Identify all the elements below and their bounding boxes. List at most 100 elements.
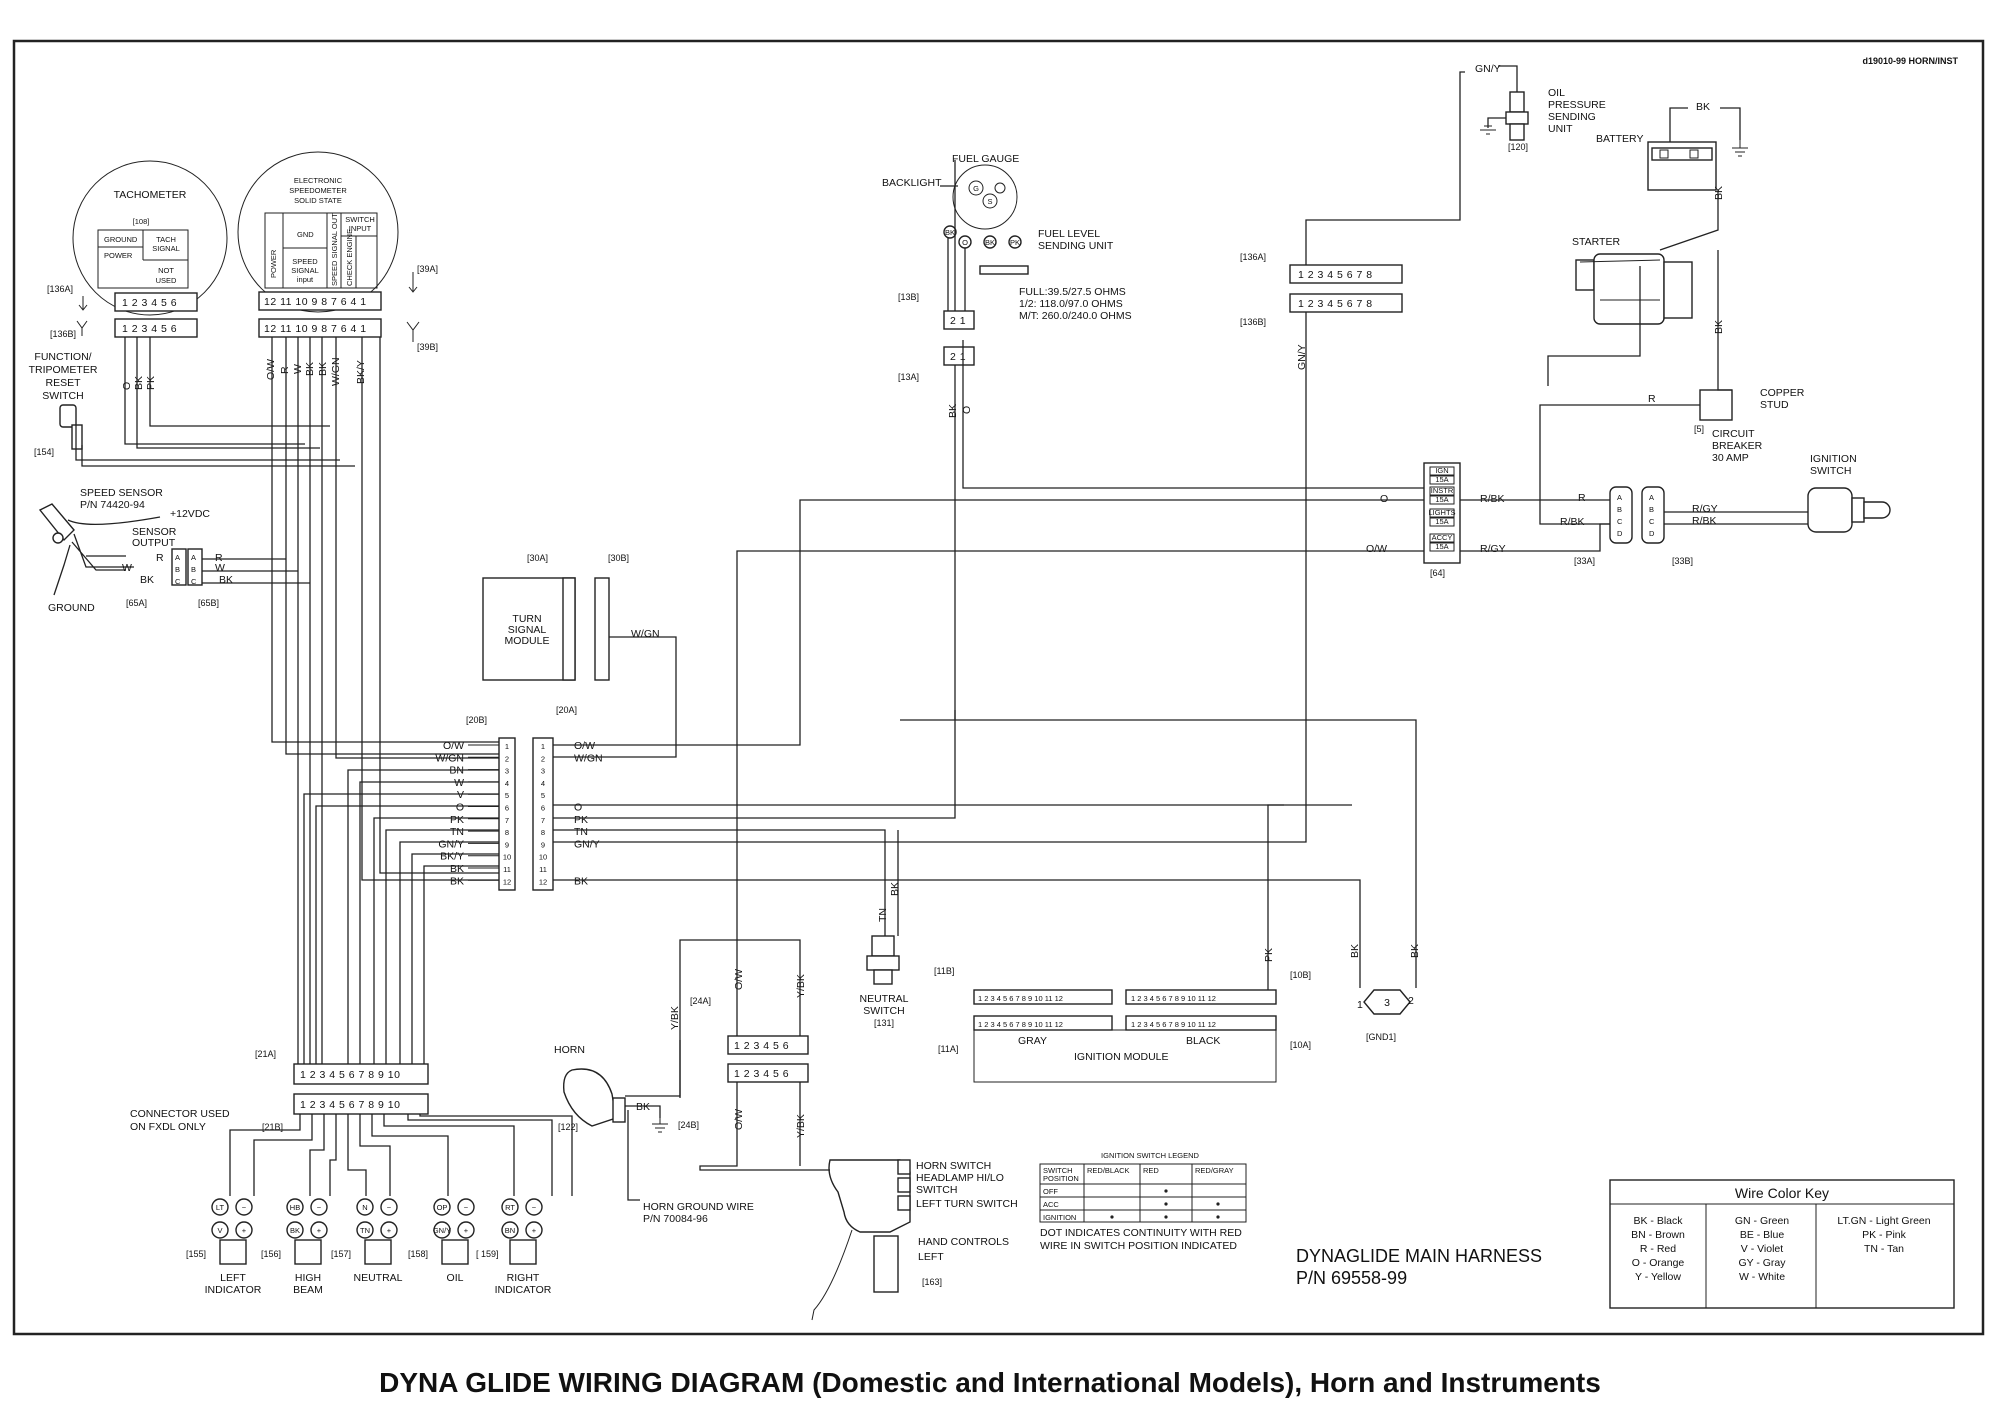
svg-text:TURN: TURN bbox=[512, 613, 541, 625]
svg-text:OUTPUT: OUTPUT bbox=[132, 537, 176, 549]
svg-text:POWER: POWER bbox=[269, 249, 278, 278]
svg-text:BK: BK bbox=[947, 404, 959, 418]
svg-text:BLACK: BLACK bbox=[1186, 1035, 1220, 1047]
svg-text:FUEL LEVEL: FUEL LEVEL bbox=[1038, 228, 1100, 240]
svg-text:1 2 3 4 5 6 7 8: 1 2 3 4 5 6 7 8 bbox=[1298, 298, 1373, 310]
svg-text:1 2 3 4 5 6 7 8 9 10 11 12: 1 2 3 4 5 6 7 8 9 10 11 12 bbox=[978, 1020, 1063, 1029]
svg-text:FULL:39.5/27.5 OHMS: FULL:39.5/27.5 OHMS bbox=[1019, 286, 1126, 298]
svg-text:RT: RT bbox=[505, 1203, 515, 1212]
svg-text:FUNCTION/: FUNCTION/ bbox=[34, 351, 91, 363]
svg-text:RED/BLACK: RED/BLACK bbox=[1087, 1166, 1130, 1175]
svg-text:1 2 3 4 5 6: 1 2 3 4 5 6 bbox=[122, 323, 177, 335]
svg-text:LT: LT bbox=[216, 1203, 225, 1212]
svg-text:IGN: IGN bbox=[1435, 466, 1448, 475]
connector-21B bbox=[293, 1093, 429, 1115]
svg-text:GROUND: GROUND bbox=[104, 235, 138, 244]
wire-label: O/W bbox=[443, 740, 464, 752]
svg-text:B: B bbox=[175, 565, 180, 574]
connector-20B bbox=[498, 737, 516, 891]
pin-number: 7 bbox=[505, 816, 509, 825]
svg-text:RED/GRAY: RED/GRAY bbox=[1195, 1166, 1234, 1175]
svg-text:STUD: STUD bbox=[1760, 399, 1789, 411]
svg-text:IGNITION: IGNITION bbox=[1810, 453, 1857, 465]
svg-text:15A: 15A bbox=[1435, 475, 1448, 484]
svg-text:GN/Y: GN/Y bbox=[433, 1226, 451, 1235]
wire-label: W bbox=[454, 777, 464, 789]
svg-text:2 1: 2 1 bbox=[950, 351, 966, 363]
svg-text:B: B bbox=[1617, 505, 1622, 514]
connector-30B: [30B] bbox=[608, 553, 629, 563]
svg-text:[10B]: [10B] bbox=[1290, 970, 1311, 980]
svg-text:1 2 3 4 5 6 7 8 9 10 11 12: 1 2 3 4 5 6 7 8 9 10 11 12 bbox=[1131, 1020, 1216, 1029]
svg-text:[GND1]: [GND1] bbox=[1366, 1032, 1396, 1042]
svg-text:HIGH: HIGH bbox=[295, 1272, 321, 1284]
svg-text:R: R bbox=[156, 552, 164, 564]
wire-key-entry: W - White bbox=[1739, 1271, 1785, 1283]
svg-text:D: D bbox=[1617, 529, 1623, 538]
connector-note: CONNECTOR USED bbox=[130, 1108, 230, 1120]
svg-text:S: S bbox=[987, 197, 992, 206]
svg-text:[122]: [122] bbox=[558, 1122, 578, 1132]
wire-key-entry: TN - Tan bbox=[1864, 1243, 1904, 1255]
wire-label: BK/Y bbox=[440, 851, 464, 863]
svg-text:GROUND: GROUND bbox=[48, 602, 95, 614]
ignition-switch-legend: IGNITION SWITCH LEGEND SWITCH POSITION R… bbox=[1039, 1151, 1247, 1252]
svg-text:BK: BK bbox=[1349, 944, 1361, 958]
ground-gnd1: BK BK 3 1 2 [GND1] bbox=[1349, 944, 1421, 1042]
svg-text:O/W: O/W bbox=[1366, 543, 1387, 555]
svg-text:CIRCUIT: CIRCUIT bbox=[1712, 428, 1755, 440]
svg-text:[158]: [158] bbox=[408, 1249, 428, 1259]
svg-text:R/GY: R/GY bbox=[1480, 543, 1506, 555]
svg-text:WIRE IN SWITCH POSITION INDICA: WIRE IN SWITCH POSITION INDICATED bbox=[1040, 1240, 1237, 1252]
wire-key-entry: BK - Black bbox=[1633, 1215, 1683, 1227]
pin-number: 2 bbox=[505, 754, 509, 763]
svg-text:A: A bbox=[1649, 493, 1654, 502]
svg-text:RED: RED bbox=[1143, 1166, 1159, 1175]
svg-text:P/N 74420-94: P/N 74420-94 bbox=[80, 499, 145, 511]
wire-label: O bbox=[456, 802, 464, 814]
svg-text:IGNITION: IGNITION bbox=[1043, 1213, 1076, 1222]
connector-39A: [39A] bbox=[417, 264, 438, 274]
starter: STARTER BK bbox=[1572, 236, 1725, 334]
pin-number: 2 bbox=[541, 754, 545, 763]
svg-text:SWITCH: SWITCH bbox=[1043, 1166, 1073, 1175]
wire-label: GN/Y bbox=[574, 838, 600, 850]
svg-text:LEFT: LEFT bbox=[220, 1272, 246, 1284]
svg-text:UNIT: UNIT bbox=[1548, 123, 1573, 135]
svg-text:STARTER: STARTER bbox=[1572, 236, 1620, 248]
neutral-switch: TN BK NEUTRAL SWITCH [131] bbox=[859, 882, 908, 1028]
pin-number: 4 bbox=[505, 779, 509, 788]
svg-text:B: B bbox=[1649, 505, 1654, 514]
svg-text:[20A]: [20A] bbox=[556, 705, 577, 715]
svg-text:O: O bbox=[961, 406, 973, 414]
svg-text:−: − bbox=[317, 1203, 322, 1212]
svg-text:+12VDC: +12VDC bbox=[170, 508, 210, 520]
wire-label: GN/Y bbox=[438, 838, 464, 850]
svg-text:BK: BK bbox=[133, 376, 145, 390]
connector-136A-oil bbox=[1289, 264, 1403, 284]
svg-text:1 2 3 4 5 6 7 8: 1 2 3 4 5 6 7 8 bbox=[1298, 269, 1373, 281]
svg-text:HAND CONTROLS: HAND CONTROLS bbox=[918, 1236, 1009, 1248]
svg-text:30 AMP: 30 AMP bbox=[1712, 452, 1749, 464]
svg-text:ACCY: ACCY bbox=[1432, 533, 1453, 542]
svg-text:B: B bbox=[191, 565, 196, 574]
turn-signal-module: TURN SIGNAL MODULE bbox=[482, 577, 610, 681]
svg-text:+: + bbox=[464, 1226, 469, 1235]
wire-key-entry: O - Orange bbox=[1632, 1257, 1685, 1269]
svg-text:Y/BK: Y/BK bbox=[795, 974, 807, 998]
hand-controls-left: HORN SWITCH HEADLAMP HI/LO SWITCH LEFT T… bbox=[811, 1159, 1018, 1321]
speed-sensor: SPEED SENSOR P/N 74420-94 +12VDC SENSOR … bbox=[38, 487, 233, 614]
svg-text:HORN: HORN bbox=[554, 1044, 585, 1056]
svg-text:SPEED SIGNAL OUT: SPEED SIGNAL OUT bbox=[330, 213, 339, 286]
svg-text:[20B]: [20B] bbox=[466, 715, 487, 725]
svg-text:3: 3 bbox=[1384, 997, 1390, 1009]
connector-136B: [136B] bbox=[50, 329, 76, 339]
wire-key-entry: GY - Gray bbox=[1738, 1257, 1786, 1269]
svg-text:1: 1 bbox=[1357, 999, 1363, 1011]
svg-text:+: + bbox=[317, 1226, 322, 1235]
svg-text:PRESSURE: PRESSURE bbox=[1548, 99, 1606, 111]
svg-text:CHECK ENGINE: CHECK ENGINE bbox=[345, 229, 354, 286]
svg-text:[65B]: [65B] bbox=[198, 598, 219, 608]
svg-text:[11B]: [11B] bbox=[934, 966, 954, 976]
